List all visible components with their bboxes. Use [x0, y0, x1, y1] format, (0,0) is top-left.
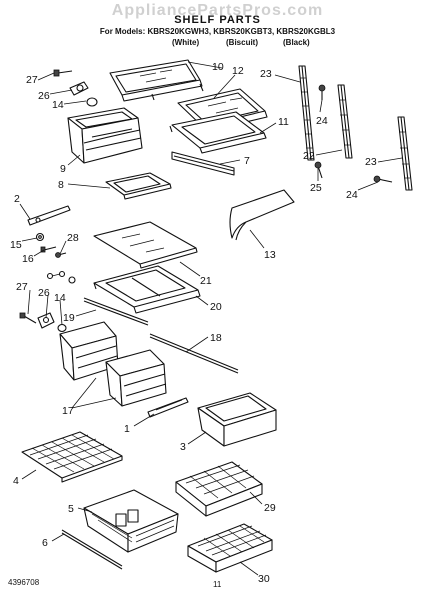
- part-27-screw-upper: [53, 69, 73, 77]
- part-7-rail: [171, 151, 235, 176]
- callout-9: 9: [60, 163, 66, 175]
- callout-20: 20: [210, 301, 222, 313]
- callout-27-lower: 27: [16, 281, 28, 293]
- callout-28: 28: [67, 232, 79, 244]
- callout-2: 2: [14, 193, 20, 205]
- callout-19: 19: [63, 312, 75, 324]
- callout-22: 22: [303, 150, 315, 162]
- part-24-screw-upper: [318, 84, 326, 100]
- part-28-pin: [55, 252, 67, 258]
- leader-lines: [19, 61, 403, 576]
- callout-26-upper: 26: [38, 90, 50, 102]
- part-27-screw-lower: [19, 312, 37, 324]
- part-19-rod: [83, 297, 149, 326]
- callout-26-lower: 26: [38, 287, 50, 299]
- part-10-glass-shelf: [109, 59, 204, 102]
- callout-24-right: 24: [346, 189, 358, 201]
- part-1-rail: [147, 397, 189, 418]
- part-16-screw: [40, 246, 57, 253]
- diagram-title: SHELF PARTS: [174, 14, 261, 26]
- part-23-ladder-right: [397, 116, 413, 191]
- callout-13: 13: [264, 249, 276, 261]
- part-29-wire-basket: [175, 461, 263, 517]
- callout-21: 21: [200, 275, 212, 287]
- part-4-wire-shelf: [21, 431, 123, 483]
- callout-12: 12: [232, 65, 244, 77]
- callout-17: 17: [62, 405, 74, 417]
- part-24-screw-right: [373, 175, 393, 183]
- hardware-chain-lower: [46, 270, 76, 284]
- callout-23-right: 23: [365, 156, 377, 168]
- page-number: 11: [213, 580, 222, 589]
- part-15-washer: [35, 232, 45, 242]
- part-13-cover: [229, 189, 295, 241]
- callout-18: 18: [210, 332, 222, 344]
- callout-16: 16: [22, 253, 34, 265]
- callout-29: 29: [264, 502, 276, 514]
- part-18-rod: [149, 333, 239, 374]
- part-22-ladder-middle: [337, 84, 353, 159]
- callout-11: 11: [278, 116, 289, 128]
- callout-4: 4: [13, 475, 19, 487]
- part-26-bracket-upper: [69, 81, 89, 96]
- callout-15: 15: [10, 239, 22, 251]
- part-30-ice-tray: [187, 523, 273, 573]
- callout-23-upper: 23: [260, 68, 272, 80]
- model-color-black: (Black): [283, 38, 310, 47]
- part-3-deli-drawer: [197, 392, 277, 447]
- part-20-shelf-frame: [93, 265, 201, 314]
- part-6-rod: [61, 529, 123, 570]
- part-21-glass-panel: [93, 221, 198, 269]
- part-14-cap-lower: [57, 323, 67, 333]
- callout-25: 25: [310, 182, 322, 194]
- part-17-crisper-drawer-right: [105, 349, 167, 407]
- part-14-cap-upper: [86, 97, 98, 107]
- model-color-white: (White): [172, 38, 200, 47]
- watermark: AppliancePartsPros.com: [111, 2, 324, 19]
- part-2-bracket: [27, 205, 71, 226]
- model-list: For Models: KBRS20KGWH3, KBRS20KGBT3, KB…: [99, 27, 336, 36]
- part-11-shelf-frame: [169, 111, 267, 154]
- callout-14-lower: 14: [54, 292, 66, 304]
- callout-14-upper: 14: [52, 99, 64, 111]
- callout-8: 8: [58, 179, 64, 191]
- part-9-crisper-drawer: [67, 107, 143, 164]
- part-8-small-shelf: [105, 172, 172, 200]
- callout-10: 10: [212, 61, 224, 73]
- callout-7: 7: [244, 155, 250, 167]
- document-number: 4396708: [8, 578, 40, 587]
- part-25-screw: [314, 161, 323, 179]
- model-color-biscuit: (Biscuit): [226, 38, 258, 47]
- part-5-wire-basket: [83, 489, 179, 553]
- callouts: 27 26 14 9 10 12 11 23 24 8 7 22 25 23 2…: [10, 61, 377, 585]
- part-23-ladder-upper: [298, 65, 315, 161]
- callout-24-upper: 24: [316, 115, 328, 127]
- callout-30: 30: [258, 573, 270, 585]
- callout-5: 5: [68, 503, 74, 515]
- callout-6: 6: [42, 537, 48, 549]
- callout-27-upper: 27: [26, 74, 38, 86]
- callout-1: 1: [124, 423, 130, 435]
- callout-3: 3: [180, 441, 186, 453]
